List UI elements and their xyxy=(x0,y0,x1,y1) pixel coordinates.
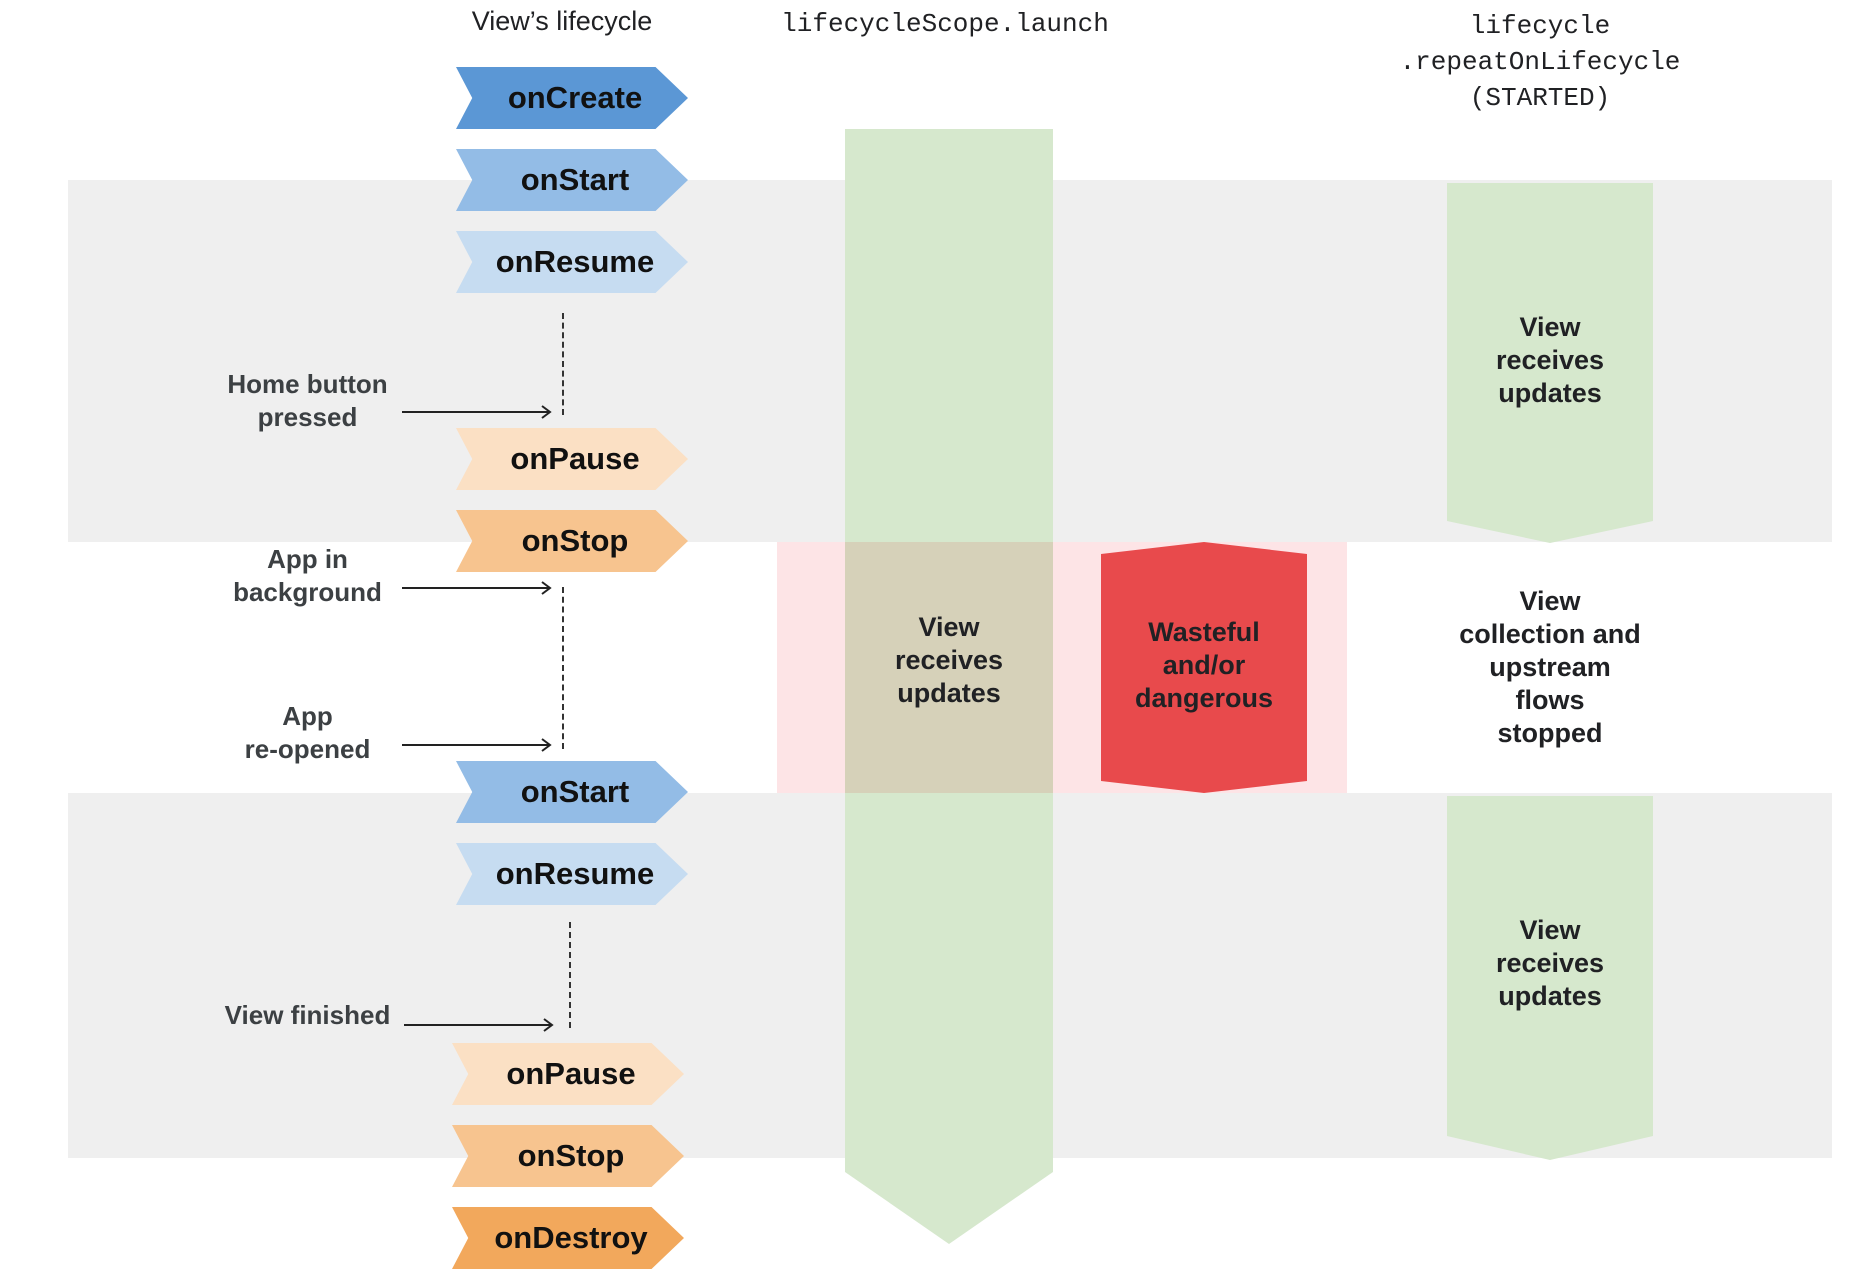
event-ondestroy: onDestroy xyxy=(452,1207,684,1269)
dashed-connector xyxy=(569,922,571,1028)
event-onresume: onResume xyxy=(456,231,688,293)
dashed-connector xyxy=(562,587,564,749)
repeat-column-bottom xyxy=(1447,796,1653,1160)
event-onpause: onPause xyxy=(456,428,688,490)
app-reopened-label: App re-opened xyxy=(244,701,371,764)
event-onstart: onStart xyxy=(456,149,688,211)
repeat-stopped-label: View collection and upstream flows stopp… xyxy=(1459,586,1641,748)
event-oncreate: onCreate xyxy=(456,67,688,129)
lifecycle-header: View’s lifecycle xyxy=(471,6,653,36)
repeat-column-top xyxy=(1447,183,1653,543)
home-button-label: Home button pressed xyxy=(227,369,388,432)
arrow-app-reopened xyxy=(402,738,552,752)
repeat-top-label: View receives updates xyxy=(1495,311,1605,408)
event-onpause-2: onPause xyxy=(452,1043,684,1105)
arrow-home-button xyxy=(402,405,552,419)
repeat-bottom-label: View receives updates xyxy=(1495,914,1605,1011)
arrow-app-background xyxy=(402,581,552,595)
repeat-header: lifecycle .repeatOnLifecycle (STARTED) xyxy=(1399,11,1681,113)
event-onstop: onStop xyxy=(456,510,688,572)
launch-header: lifecycleScope.launch xyxy=(781,9,1109,39)
launch-column-label: View receives updates xyxy=(894,611,1004,708)
event-onstart-2: onStart xyxy=(456,761,688,823)
event-onresume-2: onResume xyxy=(456,843,688,905)
event-onstop-2: onStop xyxy=(452,1125,684,1187)
view-finished-label: View finished xyxy=(224,1000,391,1030)
launch-overlap xyxy=(845,542,1053,793)
dashed-connector xyxy=(562,313,564,415)
app-background-label: App in background xyxy=(233,544,382,607)
warning-label: Wasteful and/or dangerous xyxy=(1134,616,1274,713)
arrow-view-finished xyxy=(404,1018,554,1032)
warning-shape xyxy=(1101,542,1307,793)
